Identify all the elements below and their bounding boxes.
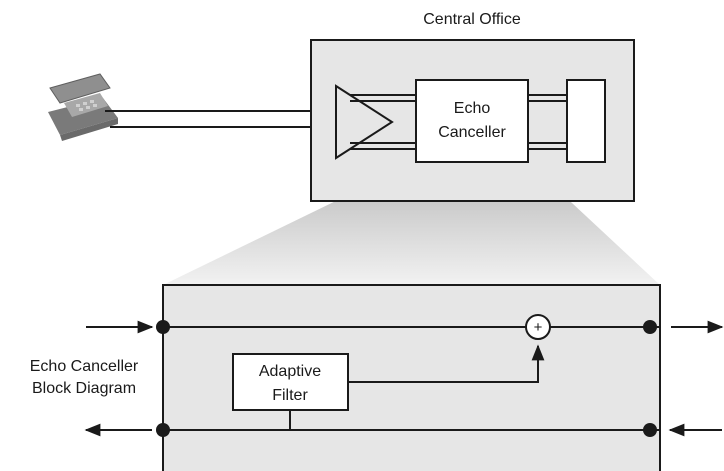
summer-node xyxy=(525,314,551,340)
adaptive-filter-box xyxy=(232,353,349,411)
block-diagram-caption-2: Block Diagram xyxy=(32,380,136,397)
summer-symbol: + xyxy=(534,319,543,336)
junction-dot-bottom-left xyxy=(156,423,170,437)
junction-dot-top-left xyxy=(156,320,170,334)
adaptive-filter-label-2: Filter xyxy=(272,387,308,404)
switch-box xyxy=(566,79,606,163)
echo-canceller-label-1: Echo xyxy=(454,100,491,117)
telephone-icon xyxy=(48,73,118,141)
junction-dot-top-right xyxy=(643,320,657,334)
adaptive-filter-label-1: Adaptive xyxy=(259,363,321,380)
echo-canceller-label-2: Canceller xyxy=(438,124,506,141)
echo-canceller-box xyxy=(415,79,529,163)
filter-output-line xyxy=(348,344,545,383)
hybrid-amplifier xyxy=(335,84,394,160)
central-office-title: Central Office xyxy=(423,11,521,28)
block-diagram-caption-1: Echo Canceller xyxy=(30,358,139,375)
junction-dot-bottom-right xyxy=(643,423,657,437)
